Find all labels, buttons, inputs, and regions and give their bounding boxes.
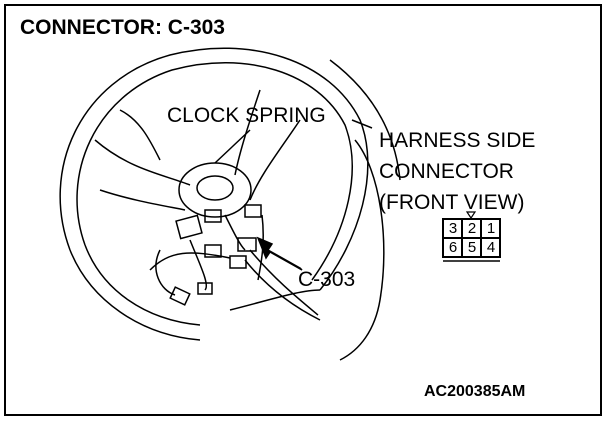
connector-callout: C-303 [298,268,356,291]
page-title: CONNECTOR: C-303 [20,16,225,39]
pin-6: 6 [448,239,458,256]
clock-spring-label: CLOCK SPRING [167,104,326,127]
leader-line [351,119,373,129]
clock-spring [178,129,252,218]
steering-wheel [59,47,401,361]
figure-code: AC200385AM [424,383,526,400]
harness-side-label: HARNESS SIDE CONNECTOR (FRONT VIEW) [379,125,535,218]
pin-1: 1 [486,220,496,237]
arrow-icon [256,236,303,271]
harness-line: HARNESS SIDE [379,129,536,152]
connector-front-view [442,211,501,262]
harness-line: (FRONT VIEW) [379,191,525,214]
pin-3: 3 [448,220,458,237]
figure-frame [4,4,602,416]
wire-harness [149,204,321,321]
pin-5: 5 [467,239,477,256]
lock-tab-icon [465,211,477,220]
harness-line: CONNECTOR [379,160,514,183]
pin-4: 4 [486,239,496,256]
pin-2: 2 [467,220,477,237]
